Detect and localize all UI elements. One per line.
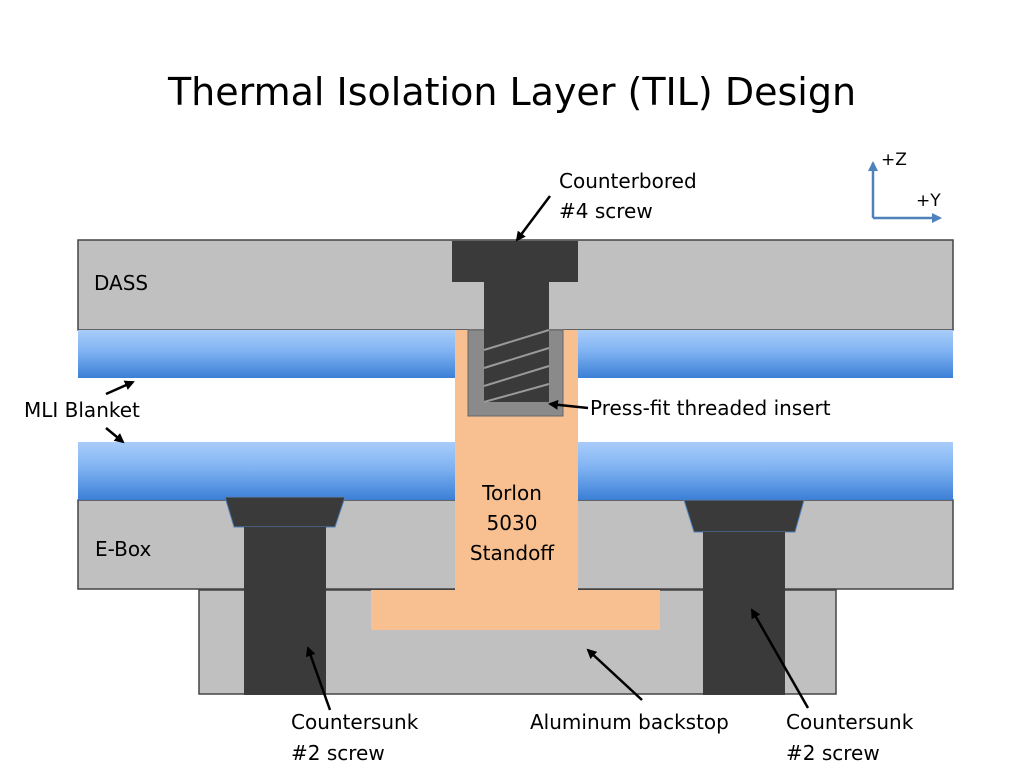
aluminum-backstop-arrow [586,648,643,701]
ebox-label: E-Box [95,537,151,561]
countersunk-right-label-line1: Countersunk [786,710,914,734]
countersunk-left-label-line2: #2 screw [291,741,385,765]
mli-arrow-upper [105,380,135,396]
torlon-label-line2: 5030 [487,511,538,535]
torlon-label-line1: Torlon [481,481,542,505]
torlon-label-line3: Standoff [470,541,555,565]
press-fit-insert-label: Press-fit threaded insert [590,396,831,420]
slide-title: Thermal Isolation Layer (TIL) Design [167,70,857,114]
press-fit-arrow [548,399,589,410]
aluminum-backstop-label: Aluminum backstop [530,710,729,734]
countersunk-left-arrow [305,646,332,711]
countersunk-screw-right-shank [703,532,785,695]
screw-threads [483,329,550,403]
y-axis-label: +Y [916,191,941,211]
mli-blanket-label: MLI Blanket [24,398,140,422]
countersunk-right-arrow [750,608,810,709]
torlon-standoff [371,330,660,630]
countersunk-screw-right-head [683,499,805,533]
counterbored-label-line2: #4 screw [559,199,653,223]
counterbored-arrow [515,195,551,242]
counterbored-label-line1: Counterbored [559,169,697,193]
countersunk-screw-left-shank [244,527,326,695]
countersunk-left-label-line1: Countersunk [291,710,419,734]
counterbored-screw-head [452,241,578,282]
mli-arrow-lower [105,427,125,444]
z-axis-label: +Z [881,150,907,170]
countersunk-screw-left-head [224,496,346,528]
dass-label: DASS [94,271,148,295]
countersunk-right-label-line2: #2 screw [786,741,880,765]
